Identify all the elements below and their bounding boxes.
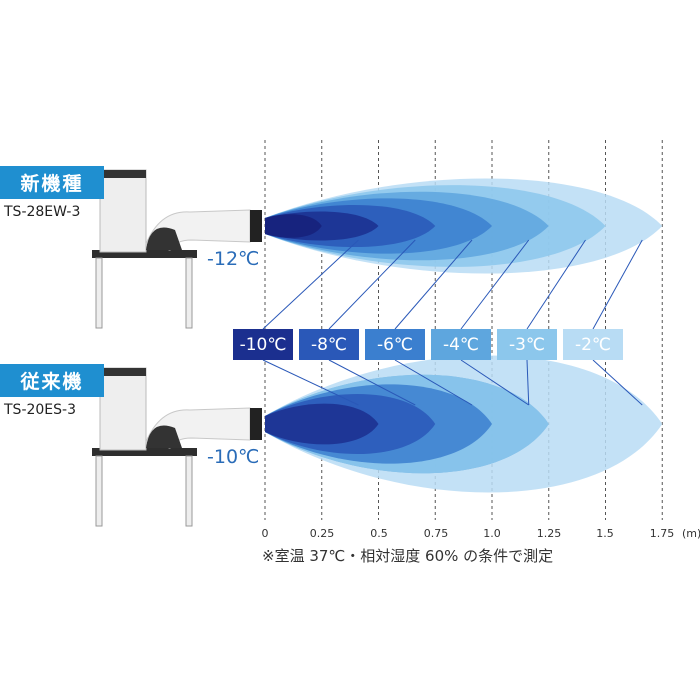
nozzle [250,408,262,440]
duct-joint [146,227,182,250]
axis-tick: 0.75 [423,527,449,540]
badge-new-model: 新機種 [0,166,104,199]
outlet-temp-old: -10℃ [207,446,260,468]
plume-zone [265,214,322,238]
axis-tick: 0.5 [370,527,388,540]
leader-line [394,359,473,406]
axis-tick: 1.75 [649,527,675,540]
unit-base [92,250,197,258]
unit-leg [185,257,193,329]
spot-cooler-units [92,169,262,527]
duct-joint [146,425,182,448]
legend-box: -4℃ [431,329,491,360]
unit-body [99,367,147,451]
outlet-temp-new: -12℃ [207,248,260,270]
leader-line [394,239,473,330]
unit-body [99,169,147,253]
legend-box: -3℃ [497,329,557,360]
axis-tick: 0 [261,527,269,540]
plume-old-model [265,355,663,493]
model-new: TS-28EW-3 [4,204,81,220]
axis-tick: 0.25 [309,527,335,540]
leader-line [262,359,359,406]
leader-line [526,359,530,406]
leader-line [592,359,643,406]
plume-zone [265,403,379,445]
leader-line [262,239,359,330]
legend-box: -8℃ [299,329,359,360]
unit-top [100,170,146,178]
legend-box: -10℃ [233,329,293,360]
model-old: TS-20ES-3 [4,402,76,418]
leader-line [328,239,416,330]
unit-leg [95,455,103,527]
leader-line [592,239,643,330]
legend-box: -6℃ [365,329,425,360]
unit-leg [185,455,193,527]
axis-tick: 1.5 [596,527,614,540]
axis-tick: 1.0 [483,527,501,540]
leader-lines [262,239,643,406]
legend-box: -2℃ [563,329,623,360]
unit-leg [95,257,103,329]
nozzle [250,210,262,242]
measurement-note: ※室温 37℃・相対湿度 60% の条件で測定 [262,547,554,565]
leader-line [460,359,530,406]
axis-tick: 1.25 [536,527,562,540]
leader-line [328,359,416,406]
leader-line [526,239,586,330]
badge-old-model: 従来機 [0,364,104,397]
leader-line [460,239,530,330]
unit-base [92,448,197,456]
axis-unit: (m) [682,527,700,540]
unit-top [100,368,146,376]
temperature-legend: -10℃ -8℃ -6℃ -4℃ -3℃ -2℃ [233,329,623,360]
plume-new-model [265,178,663,274]
